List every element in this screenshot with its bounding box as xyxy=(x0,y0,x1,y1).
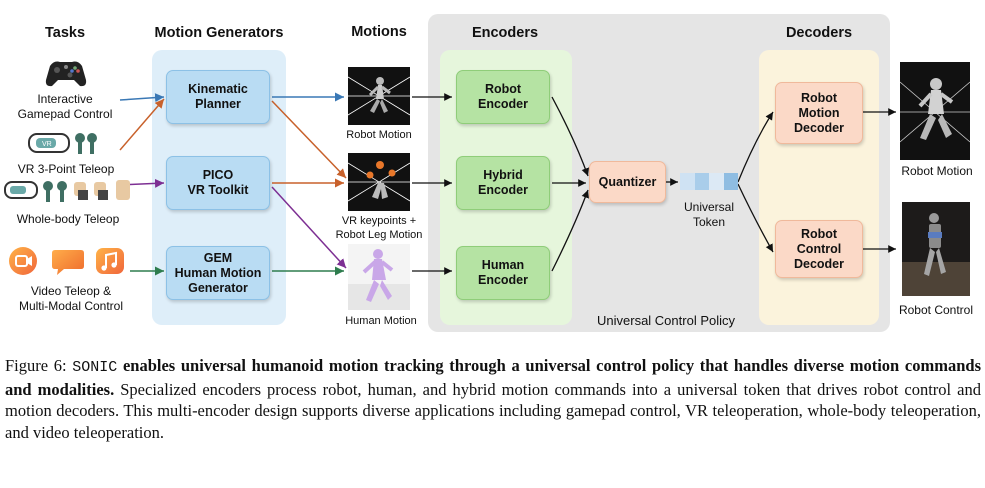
figure-caption: Figure 6: SONIC enables universal humano… xyxy=(5,355,981,443)
encoders-header: Encoders xyxy=(471,25,539,41)
task-label-gamepad: Interactive Gamepad Control xyxy=(17,92,113,121)
vr-keypoints-thumbnail xyxy=(348,153,410,211)
output-robot-control-image xyxy=(902,202,970,296)
robot-motion-decoder-node: Robot Motion Decoder xyxy=(775,82,863,144)
vr-headset-icon: VR xyxy=(28,130,100,156)
universal-token-label: Universal Token xyxy=(683,200,734,229)
caption-prefix: Figure 6: xyxy=(5,356,73,375)
kinematic-planner-node: Kinematic Planner xyxy=(166,70,270,124)
universal-control-policy-label: Universal Control Policy xyxy=(597,313,735,328)
caption-bold: enables universal humanoid motion tracki… xyxy=(5,356,981,399)
human-encoder-node: Human Encoder xyxy=(456,246,550,300)
vr-headset-trackers-icon xyxy=(4,178,136,204)
caption-name: SONIC xyxy=(72,359,118,376)
robot-encoder-node: Robot Encoder xyxy=(456,70,550,124)
caption-rest: Specialized encoders process robot, huma… xyxy=(5,379,981,442)
tasks-header: Tasks xyxy=(44,25,86,41)
pico-vr-toolkit-node: PICO VR Toolkit xyxy=(166,156,270,210)
output-label-robot-control: Robot Control xyxy=(898,303,974,317)
gem-human-motion-generator-node: GEM Human Motion Generator xyxy=(166,246,270,300)
output-robot-motion-image xyxy=(900,62,970,160)
video-chat-music-icons xyxy=(8,246,128,276)
motion-label-robot: Robot Motion xyxy=(346,129,412,141)
quantizer-node: Quantizer xyxy=(589,161,666,203)
svg-text:VR: VR xyxy=(42,141,52,148)
motion-label-vr-keypoints: VR keypoints + Robot Leg Motion xyxy=(335,215,423,241)
task-label-vr: VR 3-Point Teleop xyxy=(17,162,115,176)
robot-control-decoder-node: Robot Control Decoder xyxy=(775,220,863,278)
motions-header: Motions xyxy=(351,24,407,40)
hybrid-encoder-node: Hybrid Encoder xyxy=(456,156,550,210)
motion-label-human: Human Motion xyxy=(345,315,417,327)
decoders-header: Decoders xyxy=(785,25,853,41)
motion-generators-header: Motion Generators xyxy=(154,25,284,41)
universal-token-bar xyxy=(680,173,738,190)
robot-motion-thumbnail xyxy=(348,67,410,125)
task-label-video: Video Teleop & Multi-Modal Control xyxy=(18,284,124,313)
human-motion-thumbnail xyxy=(348,244,410,310)
output-label-robot-motion: Robot Motion xyxy=(901,164,973,178)
task-label-wholebody: Whole-body Teleop xyxy=(16,212,120,226)
gamepad-icon xyxy=(44,58,88,88)
